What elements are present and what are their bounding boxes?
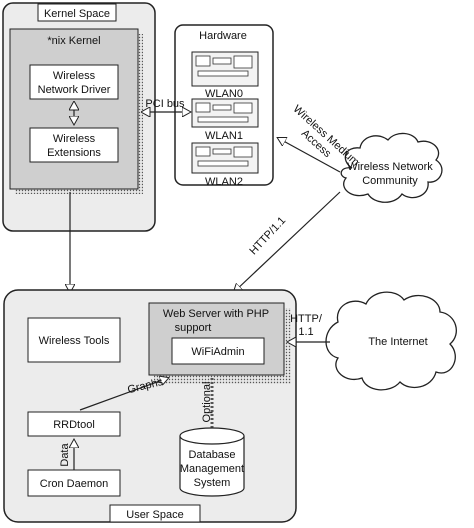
http-community-label: HTTP/1.1: [247, 215, 288, 258]
database-line1: Database: [188, 449, 235, 461]
community-line1: Wireless Network: [347, 161, 433, 173]
wifiadmin-box: WiFiAdmin: [171, 337, 265, 365]
wlan2-label: WLAN2: [205, 176, 243, 188]
internet-cloud: The Internet: [325, 291, 457, 391]
user-space-title: User Space: [126, 509, 183, 521]
web-server-line1: Web Server with PHP: [163, 308, 269, 320]
rrdtool-label: RRDtool: [53, 419, 95, 431]
cron-daemon-label: Cron Daemon: [40, 478, 108, 490]
wireless-extensions-line2: Extensions: [47, 147, 101, 159]
wlan0-card: WLAN0: [191, 51, 259, 100]
wireless-tools-label: Wireless Tools: [39, 335, 110, 347]
http-internet-line2: 1.1: [298, 326, 313, 338]
graphs-arrow: [79, 378, 168, 411]
kernel-space-title: Kernel Space: [44, 8, 110, 20]
wlan1-card: WLAN1: [191, 98, 259, 142]
rrdtool-box: RRDtool: [27, 411, 121, 437]
hardware-title: Hardware: [199, 30, 247, 42]
database-cylinder: Database Management System: [179, 427, 245, 497]
wireless-driver-line2: Network Driver: [38, 84, 111, 96]
database-line2: Management: [180, 463, 244, 475]
pci-bus-label: PCI bus: [145, 98, 185, 110]
data-label: Data: [59, 443, 71, 467]
nix-kernel-box: *nix Kernel: [9, 28, 143, 194]
cron-daemon-box: Cron Daemon: [27, 469, 121, 497]
wlan1-label: WLAN1: [205, 130, 243, 142]
http-community-arrow: [234, 191, 341, 292]
wireless-community-cloud: Wireless Network Community: [340, 132, 443, 203]
wlan2-card: WLAN2: [191, 142, 259, 188]
wireless-network-driver-box: Wireless Network Driver: [29, 64, 119, 100]
community-line2: Community: [362, 175, 418, 187]
http-internet-line1: HTTP/: [290, 313, 323, 325]
wlan0-label: WLAN0: [205, 88, 243, 100]
web-server-line2: support: [175, 322, 212, 334]
nix-kernel-title: *nix Kernel: [47, 35, 100, 47]
wireless-tools-box: Wireless Tools: [27, 317, 121, 363]
wireless-extensions-box: Wireless Extensions: [29, 127, 119, 163]
internet-label: The Internet: [368, 336, 427, 348]
optional-label: Optional: [201, 382, 213, 423]
database-line3: System: [194, 477, 231, 489]
wifiadmin-label: WiFiAdmin: [191, 346, 244, 358]
wireless-medium-arrow: [278, 138, 341, 173]
wireless-driver-line1: Wireless: [53, 70, 96, 82]
wireless-extensions-line1: Wireless: [53, 133, 96, 145]
